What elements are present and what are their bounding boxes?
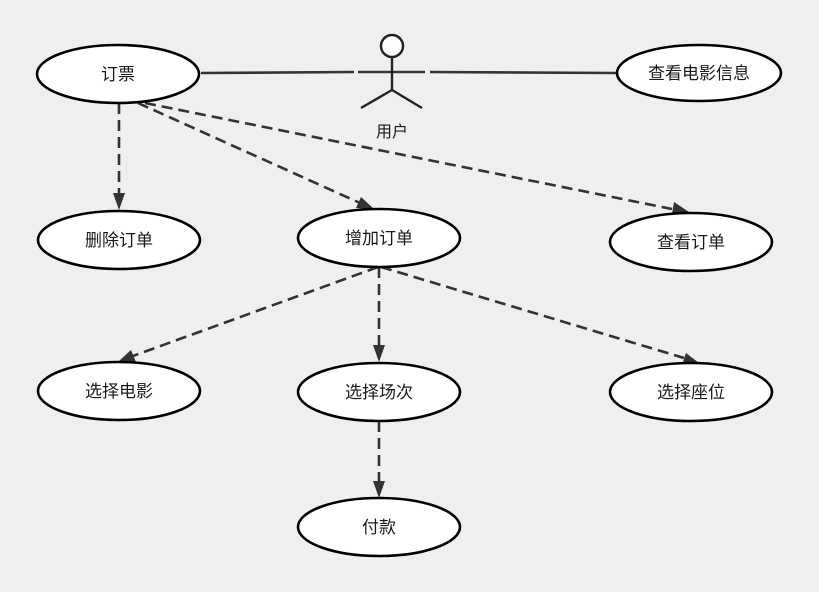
use-case-payment[interactable]: 付款 xyxy=(296,496,462,558)
actor-label: 用户 xyxy=(376,122,408,141)
use-case-add-order[interactable]: 增加订单 xyxy=(296,207,462,269)
actor-left-leg xyxy=(360,88,393,110)
use-case-view-order[interactable]: 查看订单 xyxy=(608,211,774,273)
use-case-select-showtime[interactable]: 选择场次 xyxy=(296,361,462,423)
use-case-view-movie-info-label: 查看电影信息 xyxy=(648,64,750,84)
use-case-delete-order-label: 删除订单 xyxy=(85,231,153,251)
use-case-add-order-label: 增加订单 xyxy=(345,229,413,249)
use-case-view-order-ellipse[interactable] xyxy=(608,211,774,273)
use-case-delete-order-ellipse[interactable] xyxy=(36,209,202,271)
dependency-line-add-to-select-seat xyxy=(380,265,685,360)
arrow-head-select-showtime xyxy=(373,345,385,362)
actor-right-leg xyxy=(391,88,423,110)
use-case-delete-order[interactable]: 删除订单 xyxy=(36,209,202,271)
use-case-payment-label: 付款 xyxy=(362,518,396,538)
dependency-line-add-to-select-movie xyxy=(132,265,379,358)
arrow-head-add-order xyxy=(356,197,374,209)
use-case-book-ticket-ellipse[interactable] xyxy=(35,43,201,105)
use-case-select-seat[interactable]: 选择座位 xyxy=(608,361,774,423)
use-case-select-seat-label: 选择座位 xyxy=(657,383,725,403)
use-case-payment-ellipse[interactable] xyxy=(296,496,462,558)
use-case-select-movie-ellipse[interactable] xyxy=(36,360,202,422)
actor-figure xyxy=(360,33,423,110)
actor-head xyxy=(379,33,405,59)
arrow-head-select-movie xyxy=(119,350,136,362)
use-case-view-movie-info[interactable]: 查看电影信息 xyxy=(615,43,783,103)
arrow-head-payment xyxy=(373,481,385,498)
use-case-view-order-label: 查看订单 xyxy=(657,233,725,253)
dependency-line-book-to-view-order xyxy=(144,101,673,211)
use-case-select-movie[interactable]: 选择电影 xyxy=(36,360,202,422)
use-case-select-movie-label: 选择电影 xyxy=(85,382,153,402)
association-line-book-ticket-actor xyxy=(200,70,355,75)
arrow-head-delete-order xyxy=(113,193,125,210)
use-case-select-seat-ellipse[interactable] xyxy=(608,361,774,423)
arrow-head-view-order xyxy=(672,202,689,214)
use-case-select-showtime-label: 选择场次 xyxy=(345,383,413,403)
use-case-select-showtime-ellipse[interactable] xyxy=(296,361,462,423)
use-case-add-order-ellipse[interactable] xyxy=(296,207,462,269)
use-case-book-ticket-label: 订票 xyxy=(101,65,135,85)
association-line-actor-view-movie-info xyxy=(429,70,618,75)
use-case-view-movie-info-ellipse[interactable] xyxy=(615,43,783,103)
use-case-book-ticket[interactable]: 订票 xyxy=(35,43,201,105)
dependency-line-book-to-add xyxy=(137,101,361,205)
